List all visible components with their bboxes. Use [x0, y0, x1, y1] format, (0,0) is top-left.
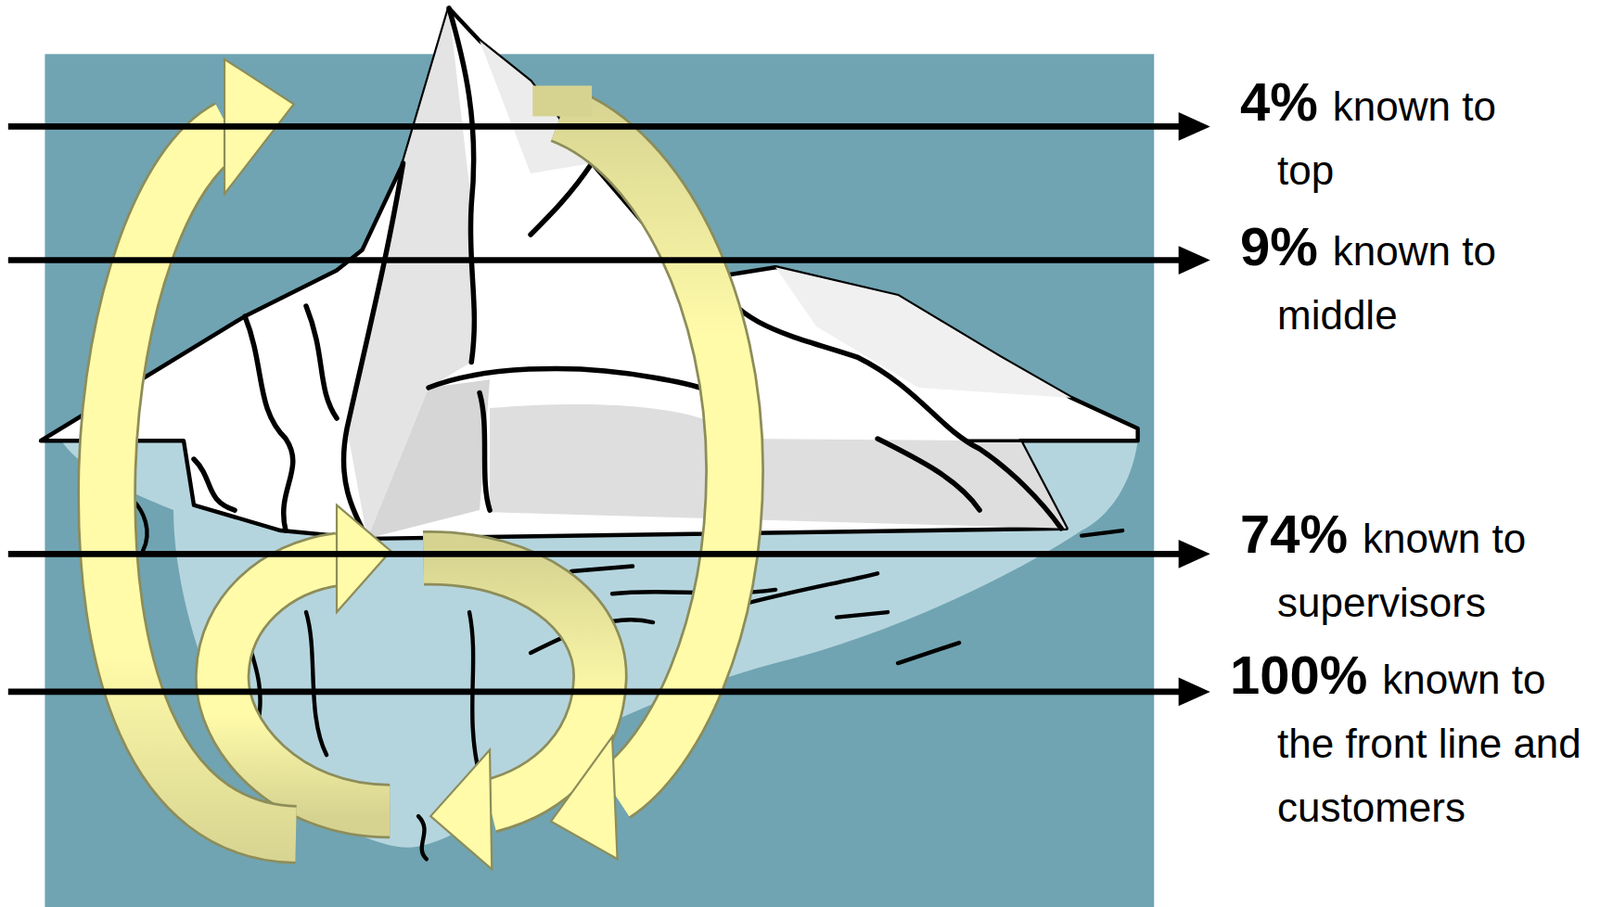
- level-line: [8, 689, 1184, 696]
- level-label: 4%known to top: [1240, 74, 1528, 207]
- level-line: [8, 550, 1184, 558]
- iceberg-body: [40, 8, 1139, 539]
- level-arrowhead: [1178, 112, 1211, 141]
- crack-line: [1081, 530, 1123, 537]
- iceberg-cracks: [193, 8, 1062, 539]
- percentage: 100%: [1229, 644, 1368, 705]
- crack-line: [877, 438, 980, 511]
- arrow-tail: [532, 85, 592, 116]
- level-line: [8, 123, 1184, 130]
- level-arrowhead: [1178, 245, 1211, 275]
- water-surface: [964, 439, 1139, 443]
- crack-line: [193, 459, 235, 511]
- percentage: 74%: [1240, 503, 1348, 564]
- crack-line: [836, 612, 888, 618]
- crack-line: [306, 306, 337, 419]
- arrow-head: [550, 736, 618, 859]
- level-arrowhead: [1178, 539, 1211, 569]
- crack-line: [448, 8, 474, 363]
- crack-line: [306, 612, 327, 756]
- arrow-outline: [222, 559, 391, 812]
- crack-line: [714, 275, 1062, 529]
- crack-line: [418, 816, 427, 859]
- arrow-band: [106, 128, 296, 835]
- arrow-band: [222, 559, 391, 812]
- percentage: 9%: [1240, 216, 1319, 277]
- shade-face: [775, 267, 1072, 398]
- percentage: 4%: [1240, 71, 1319, 132]
- level-label: 100%known to the front line and customer…: [1229, 647, 1588, 845]
- large-cycle-arrows: [106, 59, 735, 859]
- crack-line: [571, 566, 633, 573]
- arrow-outline: [106, 128, 296, 835]
- level-arrowhead: [1178, 677, 1211, 706]
- arrow-outline: [423, 558, 601, 807]
- crack-line: [479, 393, 490, 512]
- waterline: [40, 439, 1139, 443]
- crack-line: [428, 368, 742, 441]
- crack-line: [244, 316, 294, 531]
- crack-line: [530, 163, 592, 235]
- level-line: [8, 256, 1184, 264]
- crack-line: [343, 163, 403, 539]
- shade-face: [489, 404, 1067, 529]
- shade-face: [367, 379, 490, 539]
- level-label: 74%known to supervisors: [1240, 506, 1547, 640]
- arrow-head: [336, 505, 391, 614]
- crack-line: [897, 642, 960, 664]
- arrow-band: [423, 558, 601, 807]
- level-lines: [8, 112, 1211, 706]
- level-label: 9%known to middle: [1240, 218, 1528, 352]
- arrow-head: [430, 750, 492, 871]
